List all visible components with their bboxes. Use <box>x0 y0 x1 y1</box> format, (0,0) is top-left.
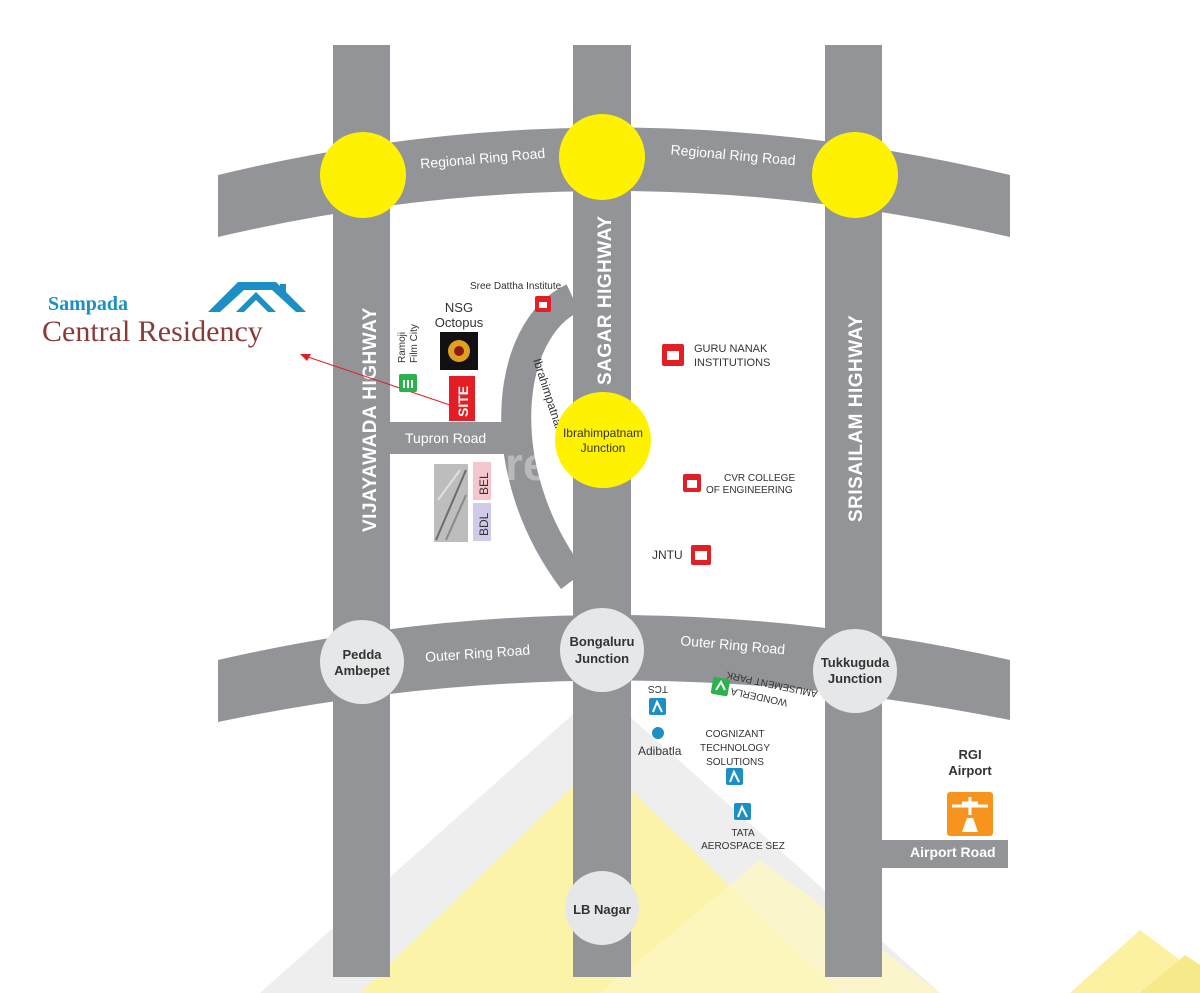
wonderla-icon <box>710 677 730 697</box>
guru-nanak-icon <box>662 344 684 366</box>
cvr-label-1: CVR COLLEGE <box>724 473 795 484</box>
tukkuguda-label-1: Tukkuguda <box>821 655 890 670</box>
brand-name-main: Central Residency <box>42 315 263 348</box>
bel-tag: BEL <box>473 462 491 500</box>
bel-label: BEL <box>477 472 491 495</box>
bongaluru-junction: Bongaluru Junction <box>560 608 644 692</box>
cognizant-label-3: SOLUTIONS <box>706 757 764 768</box>
junction-regional-sagar <box>559 114 645 200</box>
bdl-label: BDL <box>477 512 491 536</box>
ibrahimpatnam-junction <box>555 392 651 488</box>
jntu-label: JNTU <box>652 548 683 562</box>
tupron-road-label: Tupron Road <box>405 430 486 446</box>
sagar-highway-label: SAGAR HIGHWAY <box>595 216 616 385</box>
airport-road <box>880 840 1008 868</box>
airport-icon <box>947 792 993 836</box>
adibatla-dot <box>652 727 664 739</box>
junction-regional-vijayawada <box>320 132 406 218</box>
site-marker: SITE <box>449 376 475 421</box>
pedda-label-2: Ambepet <box>334 663 390 678</box>
airport-road-label: Airport Road <box>910 844 996 860</box>
tata-icon <box>734 803 751 820</box>
cognizant-label-1: COGNIZANT <box>706 729 765 740</box>
outer-ring-road-label-left: Outer Ring Road <box>425 642 531 665</box>
pedda-ambepet-junction: Pedda Ambepet <box>320 620 404 704</box>
tata-label-1: TATA <box>731 828 755 839</box>
lb-nagar-junction: LB Nagar <box>565 871 639 945</box>
nsg-label-2: Octopus <box>435 315 484 330</box>
institute-icon <box>535 296 551 312</box>
ibrahimpatnam-label-2: Junction <box>581 441 626 455</box>
tupron-road <box>388 422 513 454</box>
junction-regional-srisailam <box>812 132 898 218</box>
sagar-highway <box>573 45 631 977</box>
jntu-icon <box>691 545 711 565</box>
vijayawada-highway-label: VIJAYAWADA HIGHWAY <box>360 307 381 532</box>
site-pointer-arrow <box>304 355 451 406</box>
cvr-label-2: OF ENGINEERING <box>706 485 793 496</box>
bdl-tag: BDL <box>473 503 491 541</box>
bongaluru-label-1: Bongaluru <box>570 634 635 649</box>
site-label: SITE <box>455 386 471 417</box>
cognizant-icon <box>726 768 743 785</box>
adibatla-label: Adibatla <box>638 744 682 758</box>
cognizant-label-2: TECHNOLOGY <box>700 743 770 754</box>
lb-nagar-label: LB Nagar <box>573 902 631 917</box>
brand-name-top: Sampada <box>48 293 128 315</box>
tcs-icon <box>649 698 666 715</box>
defense-photo <box>434 464 468 542</box>
ibrahimpatnam-bypass <box>501 284 586 590</box>
sree-dattha-label: Sree Dattha Institute <box>470 281 562 292</box>
rgi-label-1: RGI <box>958 747 981 762</box>
tcs-label: TCS <box>648 683 668 694</box>
rgi-label-2: Airport <box>948 763 992 778</box>
brand-logo: Sampada Central Residency <box>42 282 306 348</box>
tukkuguda-label-2: Junction <box>828 671 882 686</box>
tukkuguda-junction: Tukkuguda Junction <box>813 629 897 713</box>
ibrahimpatnam-label-1: Ibrahimpatnam <box>563 426 643 440</box>
nsg-emblem-icon <box>440 332 478 370</box>
ramoji-label-2: Film City <box>409 324 420 363</box>
film-city-icon <box>399 374 417 392</box>
nsg-label-1: NSG <box>445 300 473 315</box>
tata-label-2: AEROSPACE SEZ <box>701 841 785 852</box>
guru-nanak-label-1: GURU NANAK <box>694 343 768 355</box>
srisailam-highway-label: SRISAILAM HIGHWAY <box>846 315 867 522</box>
pedda-label-1: Pedda <box>342 647 382 662</box>
cvr-college-icon <box>683 474 701 492</box>
watermark: re <box>505 438 548 490</box>
guru-nanak-label-2: INSTITUTIONS <box>694 357 770 369</box>
bongaluru-label-2: Junction <box>575 651 629 666</box>
ramoji-label-1: Ramoji <box>397 332 408 363</box>
